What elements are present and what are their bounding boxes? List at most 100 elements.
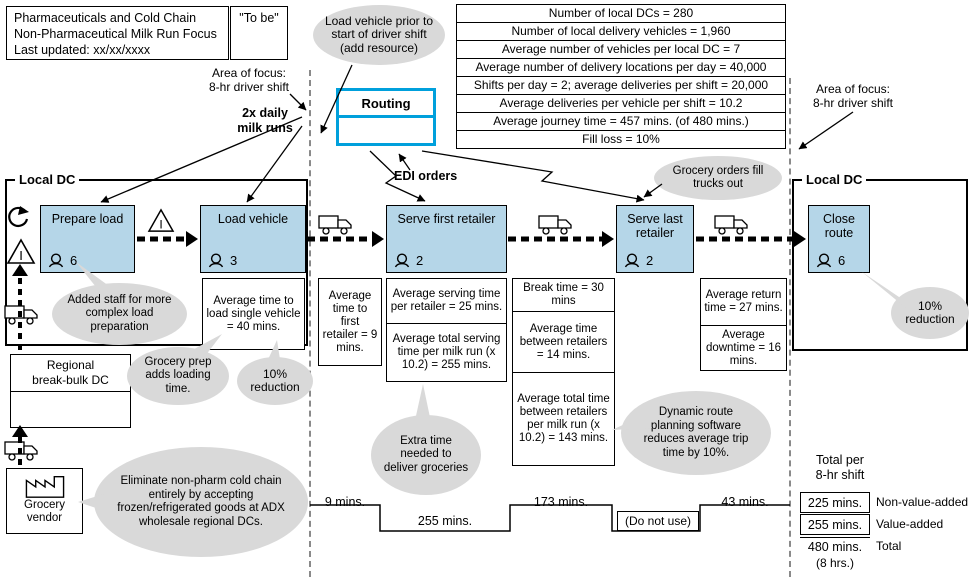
process-title: Serve first retailer — [397, 212, 496, 226]
routing-title: Routing — [361, 95, 411, 111]
databox-text: Average downtime = 16 mins. — [705, 328, 782, 367]
process-title: Close route — [823, 212, 855, 240]
nva-total-box: 225 mins. — [800, 492, 870, 513]
bubble-text: Extra time needed to deliver groceries — [383, 434, 469, 474]
databox-downtime: Average downtime = 16 mins. — [700, 325, 787, 371]
title-line-2: Non-Pharmaceutical Milk Run Focus — [14, 27, 217, 41]
process-title: Load vehicle — [217, 212, 289, 226]
operator-count: 3 — [230, 253, 238, 268]
inventory-icon: I — [6, 238, 36, 265]
totals-title: Total per 8-hr shift — [815, 453, 865, 482]
operator-count: 2 — [646, 253, 654, 268]
routing-empty-cell — [339, 118, 433, 140]
title-line-3: Last updated: xx/xx/xxxx — [14, 43, 151, 57]
bubble-text: 10% reduction — [905, 298, 955, 326]
grand-total-sub: (8 hrs.) — [815, 556, 854, 570]
nva-total-text: 225 mins. — [807, 495, 863, 510]
inventory-icon: I — [147, 208, 175, 233]
operator-icon — [624, 253, 640, 268]
factory-icon — [25, 476, 64, 498]
local-dc-right-label: Local DC — [802, 172, 867, 187]
bubble-text: 10% reduction — [250, 366, 300, 394]
operator-icon — [394, 253, 410, 268]
databox-text: Break time = 30 mins — [523, 282, 604, 307]
databox-between-retailers: Average time between retailers = 14 mins… — [512, 311, 615, 373]
bubble-eliminate-cold-chain: Eliminate non-pharm cold chain entirely … — [94, 447, 308, 557]
area-of-focus-left: Area of focus: 8-hr driver shift — [208, 66, 290, 94]
databox-text: Average time to load single vehicle = 40… — [206, 294, 301, 333]
stats-table: Number of local DCs = 280 Number of loca… — [456, 4, 786, 149]
databox-text: Average total serving time per milk run … — [392, 333, 501, 371]
title-line-1: Pharmaceuticals and Cold Chain — [14, 11, 197, 25]
timeline-va1: 255 mins. — [417, 514, 473, 528]
stat-row: Fill loss = 10% — [456, 130, 786, 149]
process-title: Serve last retailer — [627, 212, 683, 240]
operator-count: 2 — [416, 253, 424, 268]
databox-serve-per-retailer: Average serving time per retailer = 25 m… — [386, 278, 507, 324]
bubble-text: Grocery prep adds loading time. — [144, 355, 212, 395]
separator-right — [789, 78, 791, 577]
bubble-text: Eliminate non-pharm cold chain entirely … — [117, 475, 285, 528]
databox-text: Average total time between retailers per… — [517, 393, 610, 444]
databox-text: Average time to first retailer = 9 mins. — [322, 289, 378, 354]
stat-row: Average journey time = 457 mins. (of 480… — [456, 112, 786, 131]
operator-icon — [208, 253, 224, 268]
operator-count: 6 — [70, 253, 78, 268]
va-total-box: 255 mins. — [800, 514, 870, 535]
truck-icon — [538, 212, 572, 236]
truck-icon — [318, 212, 352, 236]
bubble-grocery-orders-text: Grocery orders fill trucks out — [672, 164, 764, 191]
do-not-use-text: (Do not use) — [624, 514, 692, 528]
databox-time-to-first: Average time to first retailer = 9 mins. — [318, 278, 382, 366]
va-total-text: 255 mins. — [807, 517, 863, 532]
local-dc-left-label: Local DC — [15, 172, 80, 187]
separator-left — [309, 70, 311, 577]
databox-text: Average time between retailers = 14 mins… — [519, 322, 608, 361]
svg-text:I: I — [19, 248, 23, 263]
bubble-extra-time: Extra time needed to deliver groceries — [371, 415, 481, 495]
grand-total: 480 mins. — [800, 537, 870, 556]
bubble-text: Dynamic route planning software reduces … — [643, 406, 749, 459]
regional-break-bulk-dc-box: Regional break-bulk DC — [10, 354, 131, 428]
state-label: "To be" — [239, 11, 279, 25]
stat-row: Average number of vehicles per local DC … — [456, 40, 786, 59]
process-serve-last-retailer: Serve last retailer 2 — [616, 205, 694, 273]
stat-row: Number of local delivery vehicles = 1,96… — [456, 22, 786, 41]
bubble-dynamic-route: Dynamic route planning software reduces … — [621, 391, 771, 475]
bubble-added-staff: Added staff for more complex load prepar… — [52, 283, 187, 345]
grand-total-label: Total — [876, 539, 902, 553]
local-dc-right-container: Local DC — [792, 172, 968, 351]
bubble-reduction-left: 10% reduction — [237, 357, 313, 405]
bubble-load-prior-text: Load vehicle prior to start of driver sh… — [324, 13, 434, 55]
routing-title-cell: Routing — [339, 91, 433, 118]
operator-icon — [816, 253, 832, 268]
bubble-grocery-prep: Grocery prep adds loading time. — [127, 347, 229, 405]
truck-icon — [4, 302, 38, 326]
databox-break-time: Break time = 30 mins — [512, 278, 615, 312]
databox-return-time: Average return time = 27 mins. — [700, 278, 787, 326]
process-prepare-load: Prepare load 6 — [40, 205, 135, 273]
stat-row: Shifts per day = 2; average deliveries p… — [456, 76, 786, 95]
return-loop-icon — [4, 204, 31, 231]
stat-row: Average deliveries per vehicle per shift… — [456, 94, 786, 113]
bubble-grocery-orders: Grocery orders fill trucks out — [654, 156, 782, 200]
timeline-nva3: 43 mins. — [721, 495, 769, 509]
process-load-vehicle: Load vehicle 3 — [200, 205, 306, 273]
title-block: Pharmaceuticals and Cold Chain Non-Pharm… — [6, 6, 229, 60]
bubble-load-prior: Load vehicle prior to start of driver sh… — [313, 5, 445, 65]
process-serve-first-retailer: Serve first retailer 2 — [386, 205, 507, 273]
operator-count: 6 — [838, 253, 846, 268]
databox-between-total: Average total time between retailers per… — [512, 372, 615, 466]
truck-icon — [714, 212, 748, 236]
databox-serve-total: Average total serving time per milk run … — [386, 323, 507, 382]
milk-runs-label: 2x daily milk runs — [237, 106, 293, 135]
truck-icon — [4, 438, 38, 462]
va-total-label: Value-added — [876, 517, 944, 531]
operator-icon — [48, 253, 64, 268]
stat-row: Average number of delivery locations per… — [456, 58, 786, 77]
area-of-focus-right: Area of focus: 8-hr driver shift — [812, 82, 894, 110]
svg-text:I: I — [159, 217, 162, 231]
grocery-vendor-label: Grocery vendor — [24, 499, 65, 524]
nva-total-label: Non-value-added — [876, 495, 969, 509]
